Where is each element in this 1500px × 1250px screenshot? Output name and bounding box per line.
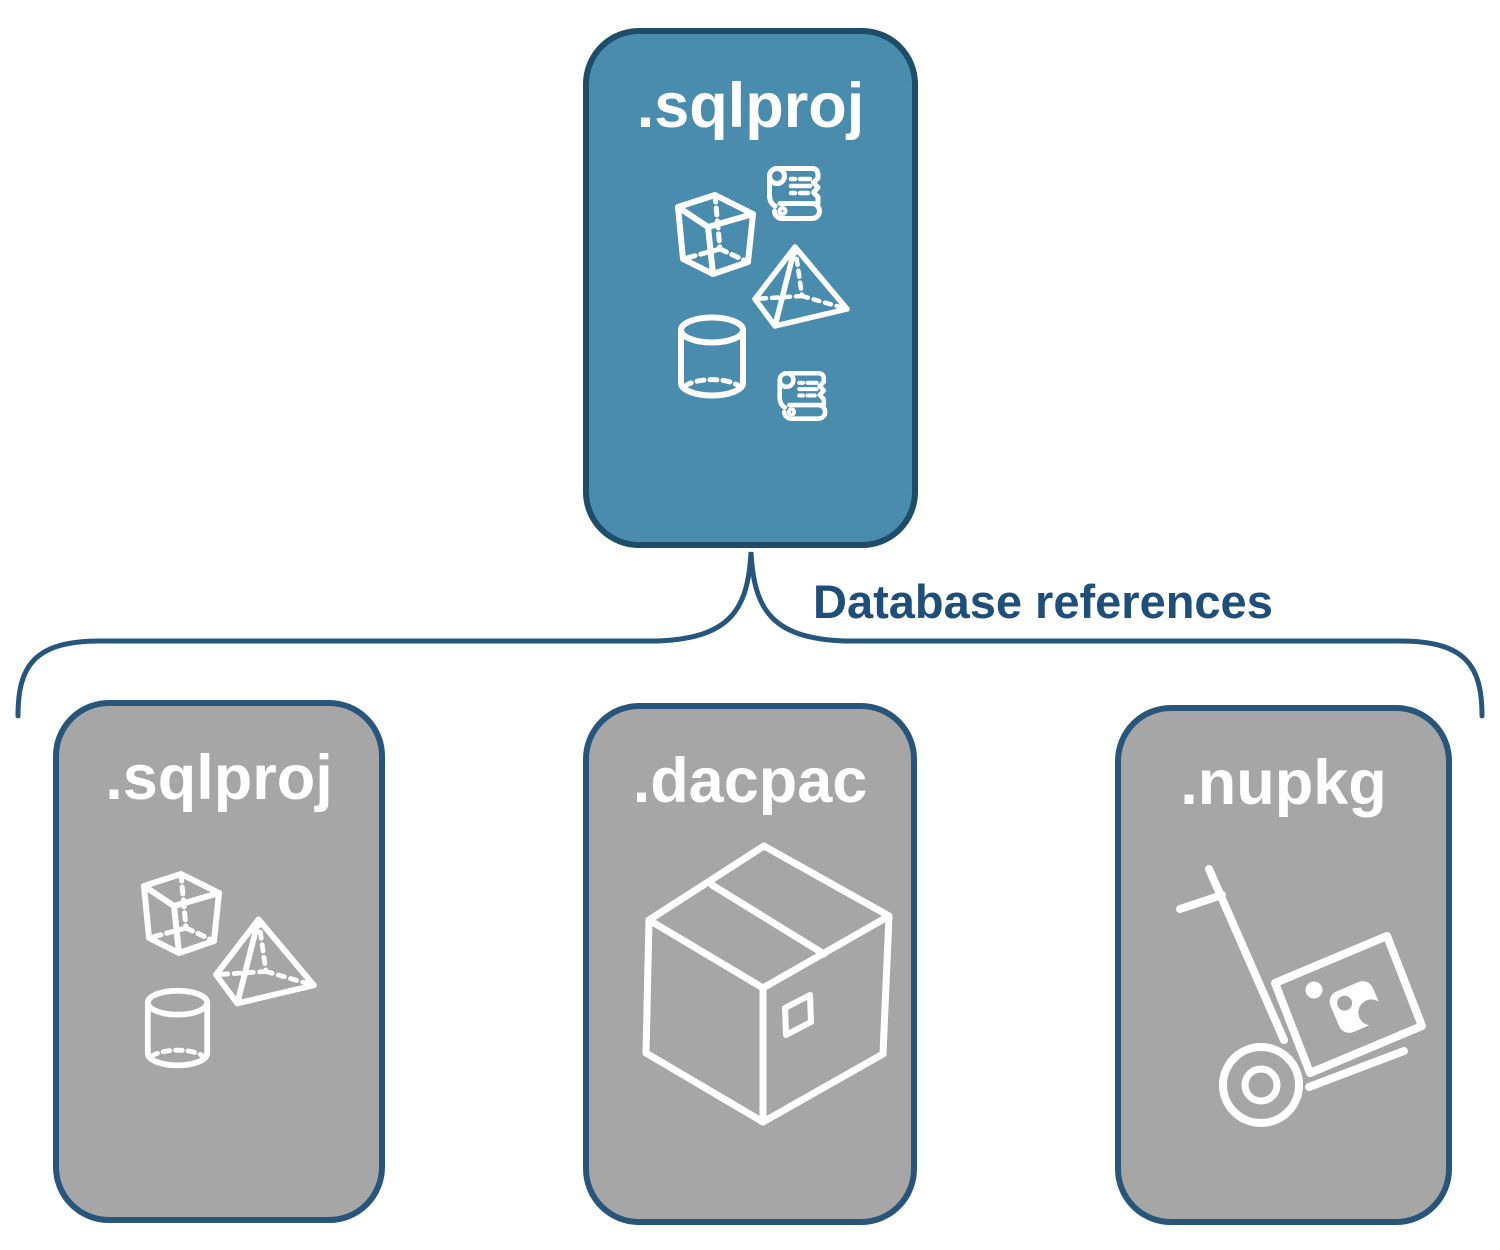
child-box-sqlproj: .sqlproj <box>53 700 385 1223</box>
root-box-label: .sqlproj <box>636 71 865 141</box>
connector-label: Database references <box>813 575 1273 628</box>
cylinder-icon <box>677 314 747 399</box>
child-box-label: .nupkg <box>1180 748 1387 818</box>
root-box-sqlproj: .sqlproj <box>583 28 918 548</box>
cylinder-icon <box>144 987 211 1069</box>
child-box-nupkg: .nupkg <box>1115 705 1452 1225</box>
pyramid-icon <box>213 916 317 1008</box>
pyramid-icon <box>752 244 850 330</box>
child-box-dacpac: .dacpac <box>583 703 917 1225</box>
package-box-icon <box>642 842 893 1126</box>
scroll-icon <box>761 162 827 224</box>
cube-icon <box>141 871 225 959</box>
scroll-icon <box>772 367 832 424</box>
hand-truck-icon <box>1176 863 1426 1129</box>
cube-icon <box>675 192 759 280</box>
child-box-label: .dacpac <box>632 746 868 816</box>
child-box-label: .sqlproj <box>105 743 333 813</box>
